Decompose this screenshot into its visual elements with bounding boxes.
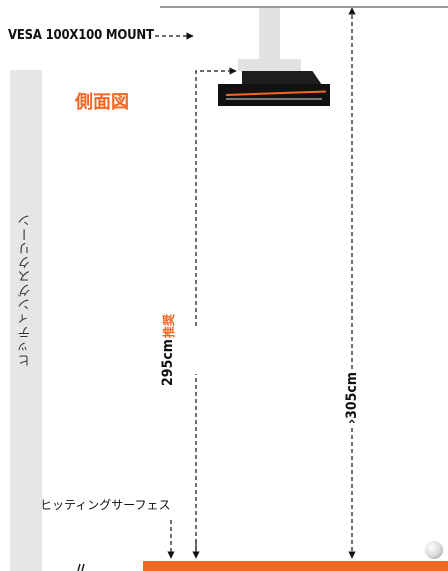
ceiling-line [160,6,448,8]
corner-mark [77,563,85,571]
projector-lens-stripe [226,98,322,100]
mount-label: VESA 100X100 MOUNT [8,28,154,43]
projector-top [242,71,322,85]
surface-label: ヒッティングサーフェス [40,498,171,512]
recommended-height-value: 295cm [160,339,176,386]
lens-offset-line [195,67,237,557]
projector-icon [218,84,330,106]
recommended-note: 推奨 [161,314,176,339]
mount-plate [238,59,301,71]
diagram-title: 側面図 [75,92,129,112]
mount-pole [259,8,280,64]
hitting-screen [10,70,42,571]
ceiling-height-label: ›305cm [342,371,362,425]
hitting-surface [143,561,448,571]
golf-ball-icon [425,541,443,559]
